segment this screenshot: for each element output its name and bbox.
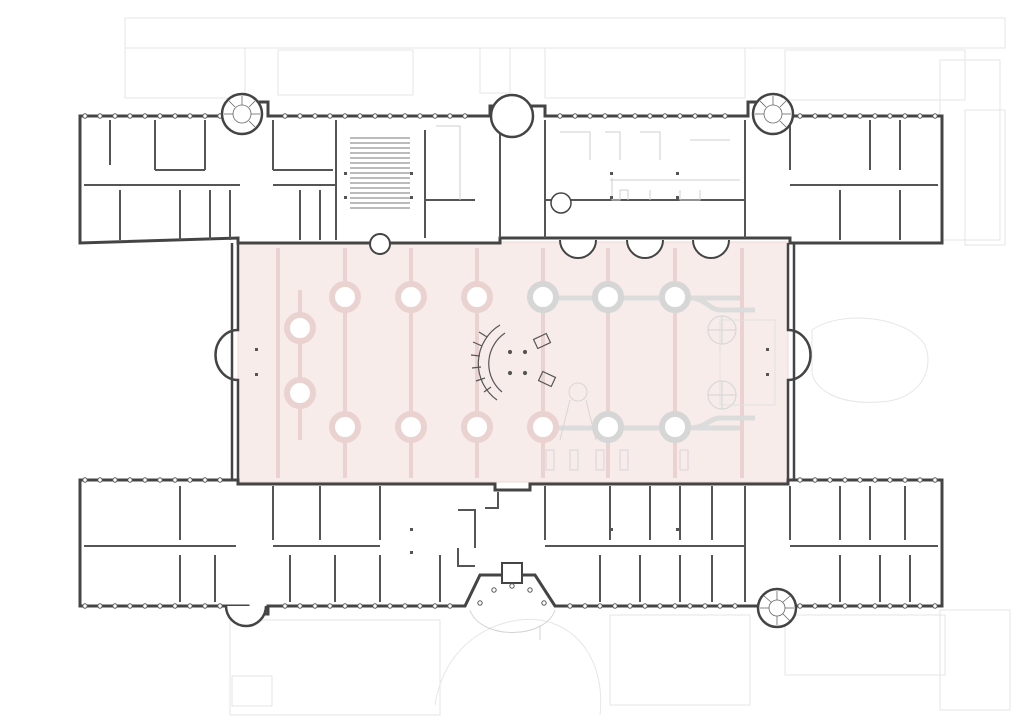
courtyard-side-walls <box>214 243 812 482</box>
south-entrance-kiosk <box>501 562 523 584</box>
north-ghost-lines <box>436 125 740 201</box>
courtyard-columns <box>284 281 559 443</box>
south-wing-rooms <box>84 486 938 602</box>
interior-markers <box>255 172 769 554</box>
courtyard-annex-outline <box>719 319 776 406</box>
north-small-rotunda <box>369 233 391 255</box>
south-wing <box>78 477 944 640</box>
north-colonnade-bumps <box>82 113 938 119</box>
courtyard-faint-stair <box>545 382 689 471</box>
south-ghost-lines <box>469 609 556 640</box>
south-entrance-portico <box>477 583 547 606</box>
central-courtyard <box>237 241 789 483</box>
south-stair-treads <box>760 591 794 625</box>
courtyard-columns-gray <box>527 281 691 443</box>
south-colonnade-bumps <box>82 477 938 609</box>
courtyard-gray-connectors <box>543 295 755 431</box>
north-spiral-stair <box>550 192 572 214</box>
north-stair-treads <box>224 96 791 128</box>
central-spiral-stair <box>470 324 557 401</box>
north-central-rotunda <box>489 93 535 139</box>
site-context <box>124 17 1006 716</box>
north-wing <box>78 92 944 259</box>
exterior-fragments <box>231 609 1011 711</box>
courtyard-stair-circles <box>707 315 737 410</box>
north-apse-stairs <box>559 239 730 259</box>
north-auditorium-seating <box>350 137 410 209</box>
north-wing-rooms <box>84 120 938 240</box>
